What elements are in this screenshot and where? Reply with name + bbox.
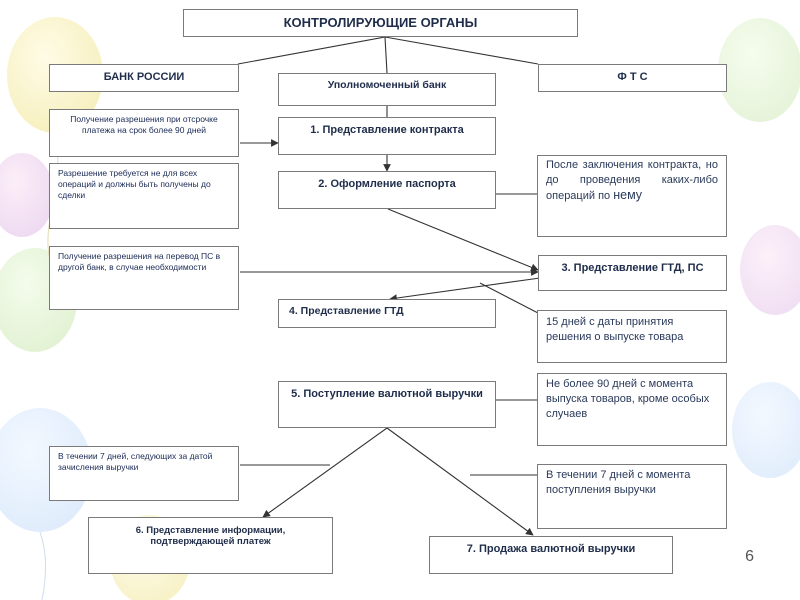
note-deferred-payment: Получение разрешения при отсрочке платеж… (49, 109, 239, 157)
balloon-pink-right (740, 225, 800, 315)
page-title: КОНТРОЛИРУЮЩИЕ ОРГАНЫ (283, 15, 478, 30)
balloon-string (39, 531, 47, 600)
authorized-bank-label: Уполномоченный банк (327, 79, 447, 91)
note-permission-required-text: Разрешение требуется не для всех операци… (58, 168, 211, 200)
note-90-days-text: Не более 90 дней с момента выпуска товар… (546, 378, 710, 420)
step-6-label: 6. Представление информации, подтверждаю… (135, 525, 286, 547)
authorized-bank-box: Уполномоченный банк (278, 73, 496, 106)
note-90-days: Не более 90 дней с момента выпуска товар… (537, 373, 727, 446)
step-3-label: 3. Представление ГТД, ПС (561, 262, 704, 274)
note-7-days-receipt-text: В течении 7 дней с момента поступления в… (546, 469, 691, 496)
balloon-green-right (718, 18, 800, 122)
step-2-passport: 2. Оформление паспорта (278, 171, 496, 209)
page-number: 6 (745, 548, 754, 565)
note-permission-required: Разрешение требуется не для всех операци… (49, 163, 239, 229)
note-after-contract: После заключения контракта, но до провед… (537, 155, 727, 237)
title-box: КОНТРОЛИРУЮЩИЕ ОРГАНЫ (183, 9, 578, 37)
note-7-days-credit-text: В течении 7 дней, следующих за датой зач… (58, 451, 213, 472)
bank-russia-label: БАНК РОССИИ (103, 71, 185, 83)
note-after-contract-text: После заключения контракта, но до провед… (546, 159, 718, 202)
fts-box: Ф Т С (538, 64, 727, 92)
balloon-pink-left (0, 153, 54, 237)
note-7-days-receipt: В течении 7 дней с момента поступления в… (537, 464, 727, 529)
note-7-days-credit: В течении 7 дней, следующих за датой зач… (49, 446, 239, 501)
step-2-label: 2. Оформление паспорта (318, 178, 456, 190)
note-ps-transfer-text: Получение разрешения на перевод ПС в дру… (58, 251, 221, 272)
step-3-gtd-ps: 3. Представление ГТД, ПС (538, 255, 727, 291)
fts-label: Ф Т С (617, 71, 648, 83)
step-1-contract: 1. Представление контракта (278, 117, 496, 155)
step-4-gtd: 4. Представление ГТД (278, 299, 496, 328)
step-6-payment-info: 6. Представление информации, подтверждаю… (88, 517, 333, 574)
step-1-label: 1. Представление контракта (310, 124, 464, 136)
step-7-sale: 7. Продажа валютной выручки (429, 536, 673, 574)
note-deferred-payment-text: Получение разрешения при отсрочке платеж… (70, 114, 218, 135)
balloon-blue-right (732, 382, 800, 478)
note-after-contract-tail: нему (613, 188, 643, 202)
step-7-label: 7. Продажа валютной выручки (466, 543, 636, 555)
bank-russia-box: БАНК РОССИИ (49, 64, 239, 92)
step-4-label: 4. Представление ГТД (289, 305, 404, 317)
note-15-days-text: 15 дней с даты принятия решения о выпуск… (546, 316, 684, 343)
step-5-label: 5. Поступление валютной выручки (291, 388, 483, 400)
step-5-revenue: 5. Поступление валютной выручки (278, 381, 496, 428)
note-15-days: 15 дней с даты принятия решения о выпуск… (537, 310, 727, 363)
note-ps-transfer: Получение разрешения на перевод ПС в дру… (49, 246, 239, 310)
